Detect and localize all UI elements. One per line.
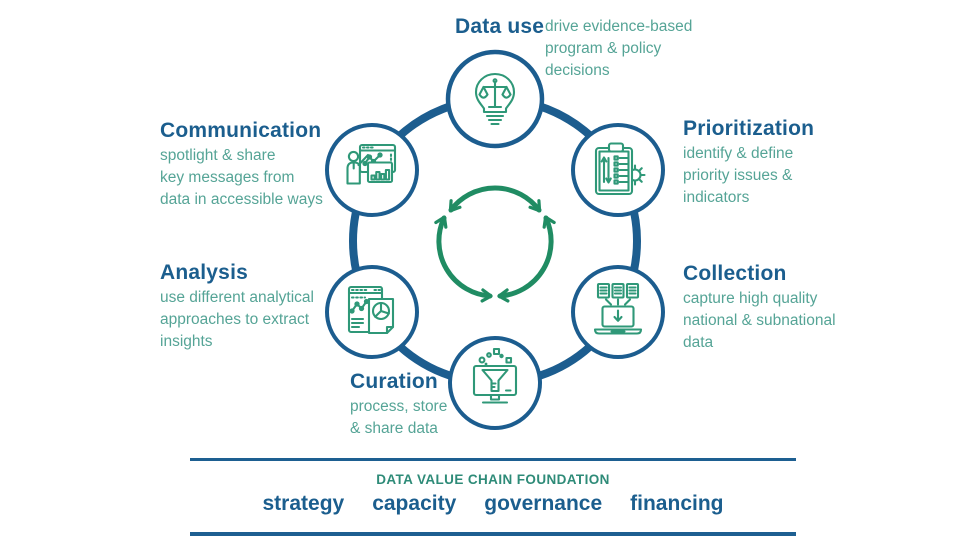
node-title-communication: Communication (160, 119, 322, 142)
node-title-data-use: Data use (455, 15, 545, 38)
presenter-chart-icon (346, 143, 397, 185)
charts-window-icon (347, 285, 395, 335)
foundation-title: DATA VALUE CHAIN FOUNDATION (376, 472, 610, 487)
monitor-funnel-icon (472, 347, 518, 404)
node-title-collection: Collection (683, 262, 787, 285)
cycle-arrows-icon (434, 185, 556, 303)
foundation-items: strategy capacity governance financing (190, 492, 796, 516)
foundation-top-rule (190, 458, 796, 461)
foundation-item-capacity: capacity (372, 492, 457, 515)
lightbulb-scales-icon (474, 72, 516, 126)
node-desc-data-use: drive evidence-based program & policy de… (545, 18, 693, 79)
node-title-curation: Curation (350, 370, 438, 393)
node-desc-curation: process, store & share data (350, 398, 448, 437)
laptop-download-icon (593, 282, 643, 335)
foundation-item-governance: governance (484, 492, 603, 515)
foundation-bottom-rule (190, 532, 796, 536)
node-desc-prioritization: identify & define priority issues & indi… (683, 145, 794, 206)
foundation-item-financing: financing (630, 492, 724, 515)
node-title-prioritization: Prioritization (683, 117, 815, 140)
foundation-item-strategy: strategy (262, 492, 345, 515)
node-desc-collection: capture high quality national & subnatio… (683, 290, 836, 351)
clipboard-gear-icon (594, 142, 646, 196)
node-title-analysis: Analysis (160, 261, 248, 284)
node-desc-communication: spotlight & share key messages from data… (160, 147, 323, 208)
node-desc-analysis: use different analytical approaches to e… (160, 289, 314, 350)
